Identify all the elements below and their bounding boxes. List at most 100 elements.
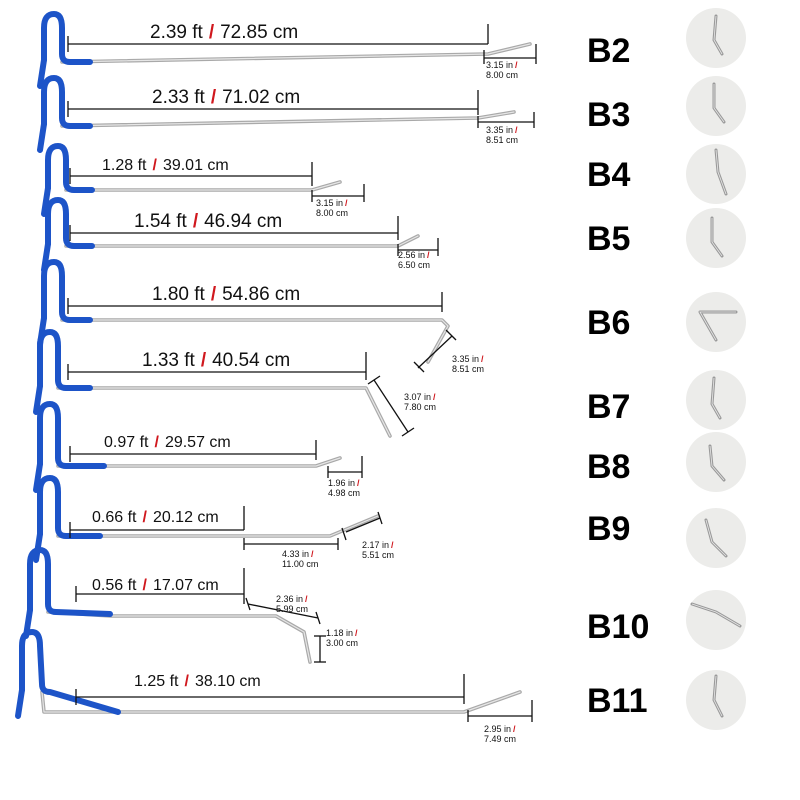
tip-inch-label: 3.15 in/ bbox=[486, 60, 518, 70]
blue-handle-grip bbox=[37, 401, 107, 469]
length-separator: / bbox=[152, 157, 157, 174]
steel-shaft bbox=[60, 42, 532, 64]
tip-photo-highlight bbox=[713, 84, 725, 123]
steel-shaft bbox=[56, 386, 392, 438]
rod-b11 bbox=[15, 629, 522, 719]
tip-dimension-tick bbox=[341, 527, 347, 541]
tip-dimension-tick bbox=[445, 329, 457, 341]
length-ft: 1.33 ft bbox=[142, 350, 196, 371]
length-ft: 1.28 ft bbox=[102, 157, 147, 174]
tip-dimension-b10: 1.18 in/3.00 cm bbox=[314, 628, 358, 663]
tip-dimension-line bbox=[417, 335, 453, 369]
length-separator: / bbox=[211, 284, 217, 305]
tip-photo-highlight bbox=[713, 675, 723, 717]
tip-photo-b10 bbox=[686, 590, 746, 650]
length-separator: / bbox=[211, 87, 217, 108]
length-dimension-b3 bbox=[67, 90, 479, 117]
tip-photo-b2 bbox=[686, 8, 746, 68]
steel-shaft-highlight bbox=[57, 457, 341, 467]
blue-handle-tail bbox=[41, 185, 51, 217]
tip-dimension-line bbox=[373, 379, 409, 433]
tip-separator: / bbox=[391, 540, 394, 550]
tip-photo-circle bbox=[686, 208, 746, 268]
tip-inch-value: 2.17 in bbox=[362, 540, 389, 550]
tip-cm-label: 3.00 cm bbox=[326, 638, 358, 648]
tip-separator: / bbox=[311, 549, 314, 559]
length-separator: / bbox=[193, 211, 199, 232]
length-ft: 1.80 ft bbox=[152, 284, 206, 305]
tip-dimension-b4: 3.15 in/8.00 cm bbox=[311, 184, 365, 218]
tip-photo-highlight bbox=[713, 15, 723, 55]
tip-dimension-b9: 2.17 in/5.51 cm bbox=[341, 511, 394, 560]
tip-inch-value: 3.07 in bbox=[404, 392, 431, 402]
tip-inch-label: 1.96 in/ bbox=[328, 478, 360, 488]
length-separator: / bbox=[201, 350, 207, 371]
length-label: 1.33 ft/40.54 cm bbox=[142, 350, 290, 371]
length-separator: / bbox=[209, 22, 215, 43]
tip-inch-value: 4.33 in bbox=[282, 549, 309, 559]
tip-photo-b9 bbox=[686, 508, 746, 568]
blue-handle-tail bbox=[37, 121, 47, 153]
tip-cm-label: 6.50 cm bbox=[398, 260, 430, 270]
length-ft: 0.66 ft bbox=[92, 509, 137, 526]
length-separator: / bbox=[154, 434, 159, 451]
tip-photo-circle bbox=[686, 292, 746, 352]
tip-inch-value: 2.95 in bbox=[484, 724, 511, 734]
tip-inch-label: 2.36 in/ bbox=[276, 594, 308, 604]
length-dimension-b6 bbox=[67, 292, 443, 314]
length-dimension-b4 bbox=[69, 162, 313, 186]
blue-handle-tail bbox=[33, 461, 43, 493]
tip-photo-highlight bbox=[711, 377, 721, 419]
steel-shaft-highlight bbox=[61, 319, 449, 363]
tip-cm-label: 8.00 cm bbox=[316, 208, 348, 218]
length-cm: 17.07 cm bbox=[153, 577, 219, 594]
length-dimension-b7 bbox=[67, 352, 367, 380]
tip-inch-label: 2.17 in/ bbox=[362, 540, 394, 550]
blue-handle-tail bbox=[15, 687, 25, 719]
tip-photo-b4 bbox=[686, 144, 746, 204]
tip-inch-label: 3.35 in/ bbox=[452, 354, 484, 364]
tip-dimension-tick bbox=[413, 361, 425, 373]
tip-dimension-tick bbox=[401, 427, 415, 437]
length-label: 1.25 ft/38.10 cm bbox=[134, 673, 261, 690]
tip-photo-circle bbox=[686, 8, 746, 68]
length-label: 0.97 ft/29.57 cm bbox=[104, 434, 231, 451]
tip-photo-circle bbox=[686, 508, 746, 568]
tip-inch-label: 2.56 in/ bbox=[398, 250, 430, 260]
tip-cm-label: 4.98 cm bbox=[328, 488, 360, 498]
tip-separator: / bbox=[515, 125, 518, 135]
tip-photo-circle bbox=[686, 670, 746, 730]
tip-photo-circle bbox=[686, 76, 746, 136]
blue-handle-grip bbox=[41, 259, 93, 323]
rod-b7 bbox=[33, 329, 392, 438]
tip-photo-circle bbox=[686, 590, 746, 650]
blue-handle-grip bbox=[27, 547, 113, 617]
tip-photo-highlight bbox=[715, 149, 727, 195]
tip-photo-circle bbox=[686, 370, 746, 430]
rod-b9 bbox=[33, 475, 380, 563]
tip-dimension-tick bbox=[315, 611, 321, 625]
tip-dimension-b8: 1.96 in/4.98 cm bbox=[327, 456, 363, 498]
tip-dimension-tick bbox=[245, 597, 251, 611]
tip-inch-label: 1.18 in/ bbox=[326, 628, 358, 638]
tip-inch-label: 3.15 in/ bbox=[316, 198, 348, 208]
tip-photo-circle bbox=[686, 432, 746, 492]
tip-cm-label: 5.51 cm bbox=[362, 550, 394, 560]
blue-handle-tail bbox=[37, 57, 47, 89]
tip-dimension-b3: 3.35 in/8.51 cm bbox=[477, 112, 535, 145]
tip-cm-label: 8.00 cm bbox=[486, 70, 518, 80]
tip-separator: / bbox=[357, 478, 360, 488]
length-dimension-b5 bbox=[69, 216, 399, 241]
rod-b2 bbox=[37, 11, 532, 89]
bend-dimension-b10: 2.36 in/5.99 cm bbox=[245, 594, 321, 625]
tip-inch-value: 3.15 in bbox=[316, 198, 343, 208]
steel-shaft bbox=[46, 610, 312, 664]
blue-handle-grip bbox=[41, 75, 93, 129]
tip-separator: / bbox=[433, 392, 436, 402]
length-label: 1.54 ft/46.94 cm bbox=[134, 211, 282, 232]
blue-handle-grip bbox=[45, 197, 95, 249]
tip-photo-highlight bbox=[699, 311, 736, 341]
tip-inch-value: 3.35 in bbox=[452, 354, 479, 364]
